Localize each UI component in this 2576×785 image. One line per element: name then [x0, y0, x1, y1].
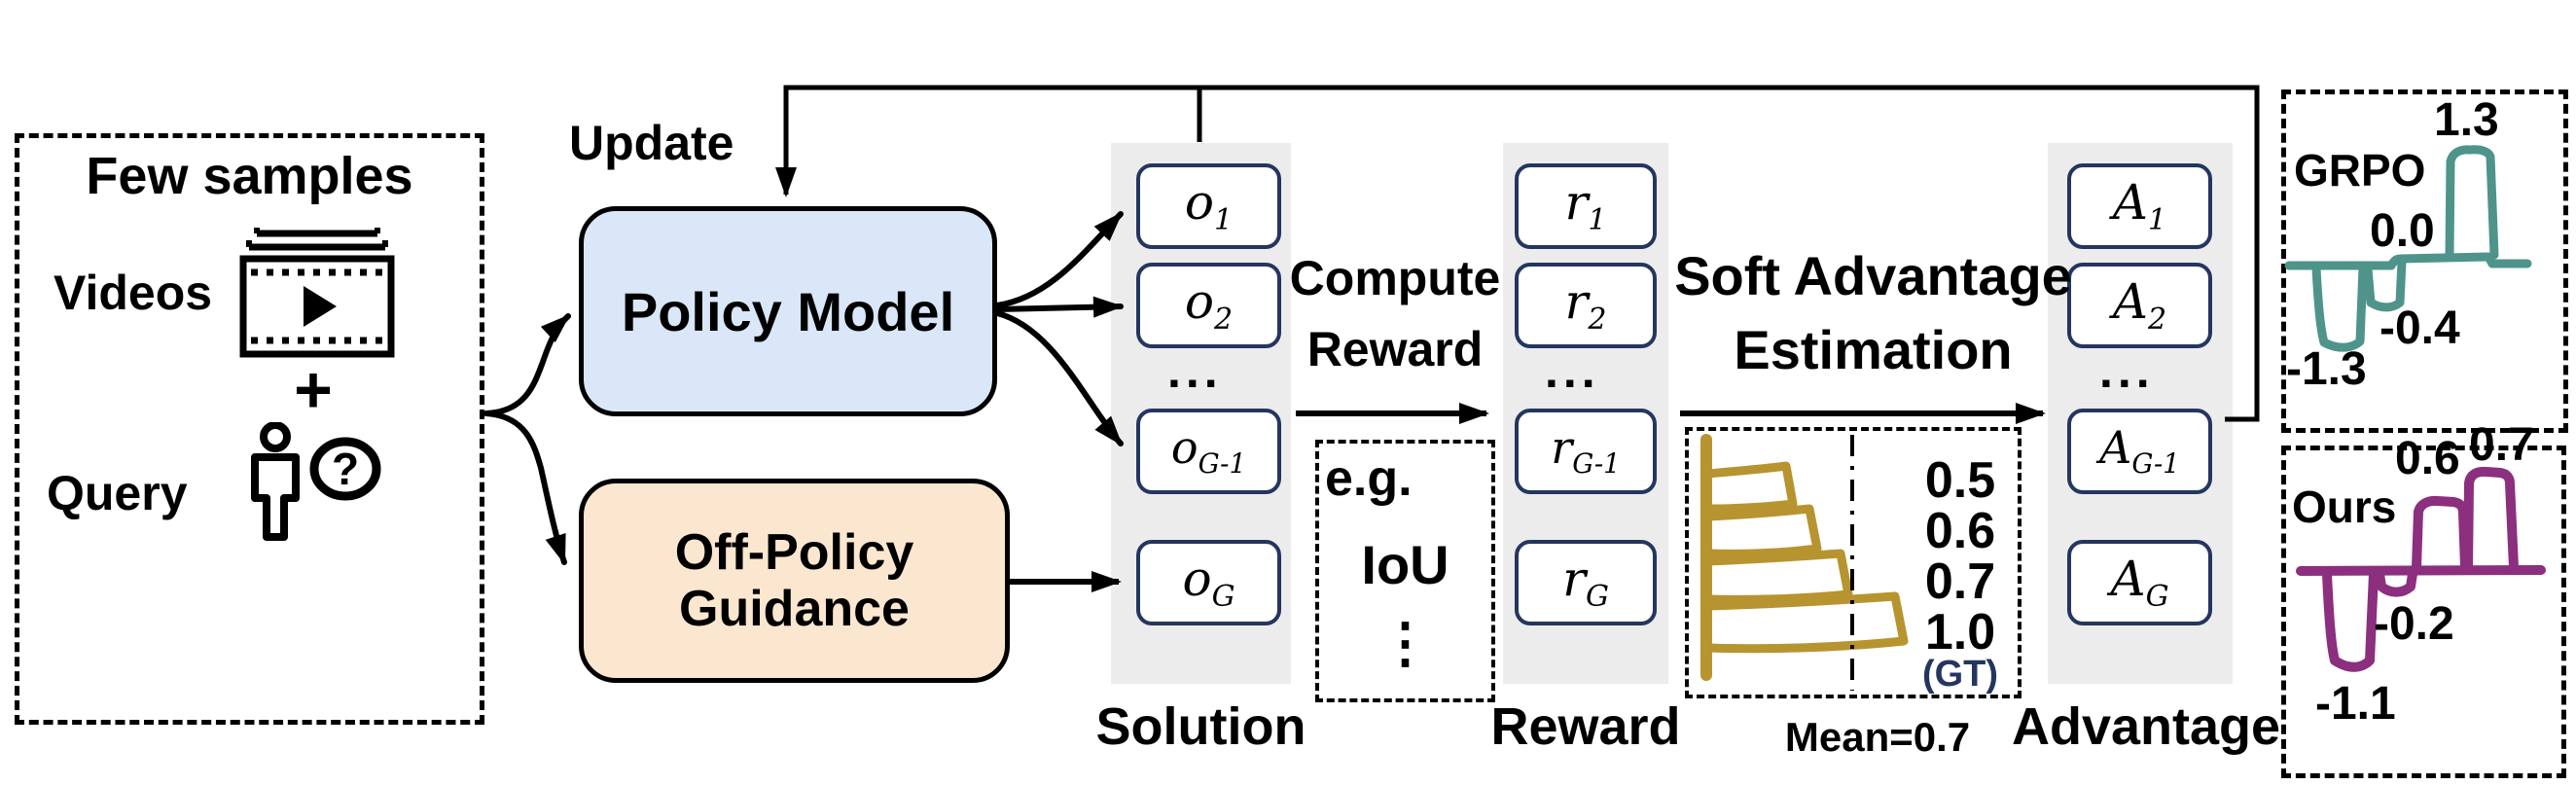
policy-output-arrows — [994, 211, 1124, 446]
off-policy-guidance-box: Off-Policy Guidance — [579, 479, 1010, 683]
grpo-pos-big: 1.3 — [2434, 94, 2499, 146]
plus-sign: + — [294, 353, 333, 427]
grpo-zero: 0.0 — [2370, 205, 2435, 257]
reward-ellipsis: ... — [1545, 343, 1600, 398]
videos-label: Videos — [54, 266, 213, 320]
query-person-icon: ? — [251, 422, 381, 541]
example-metric: IoU — [1361, 534, 1449, 595]
reward-item-r2: r2 — [1515, 263, 1657, 348]
video-icon — [239, 228, 395, 358]
solution-ellipsis: ... — [1167, 343, 1223, 398]
reward-distribution-box — [1685, 427, 2021, 698]
advantage-item-AG-1: AG-1 — [2067, 409, 2212, 494]
ours-neg-big: -1.1 — [2315, 678, 2396, 730]
grpo-neg-small: -0.4 — [2379, 303, 2460, 354]
reward-value-1: 0.5 — [1924, 452, 1996, 509]
off-policy-line2: Guidance — [679, 581, 910, 637]
brace-to-policy-arrow — [483, 313, 571, 416]
reward-value-4: 1.0 — [1924, 604, 1996, 660]
solution-item-o2: o2 — [1136, 263, 1281, 348]
reward-value-3: 0.7 — [1924, 553, 1996, 610]
brace-connector — [483, 313, 571, 565]
reward-item-r1: r1 — [1515, 163, 1657, 249]
few-samples-title: Few samples — [86, 147, 413, 205]
query-label: Query — [47, 466, 188, 520]
update-label: Update — [569, 116, 734, 170]
ours-box — [2281, 446, 2566, 778]
ours-title: Ours — [2292, 482, 2397, 532]
mean-label: Mean=0.7 — [1784, 714, 1971, 760]
policy-model-box: Policy Model — [579, 206, 997, 416]
brace-to-guidance-arrow — [483, 410, 567, 565]
reward-item-rG-1: rG-1 — [1515, 409, 1657, 494]
example-prefix: e.g. — [1325, 450, 1413, 507]
grpo-neg-big: -1.3 — [2286, 343, 2367, 395]
advantage-item-A1: A1 — [2067, 163, 2212, 249]
solution-item-o1: o1 — [1136, 163, 1281, 249]
advantage-item-A2: A2 — [2067, 263, 2212, 348]
grpo-title: GRPO — [2294, 145, 2426, 196]
ours-pos-small: 0.6 — [2395, 433, 2460, 484]
reward-value-2: 0.6 — [1924, 503, 1996, 559]
example-metric-box — [1315, 440, 1495, 702]
solution-label: Solution — [1095, 697, 1306, 756]
advantage-item-AG: AG — [2067, 540, 2212, 625]
off-policy-line1: Off-Policy — [674, 523, 914, 581]
example-vdots: ⋮ — [1377, 612, 1433, 673]
grpo-box — [2281, 89, 2568, 433]
reward-gt-label: (GT) — [1921, 654, 1999, 695]
question-mark-glyph: ? — [332, 444, 359, 494]
few-samples-box — [15, 133, 484, 725]
reward-item-rG: rG — [1515, 540, 1657, 625]
solution-item-oG-1: oG-1 — [1136, 409, 1281, 494]
soft-advantage-label: Soft Advantage Estimation — [1674, 245, 2072, 380]
ours-neg-small: -0.2 — [2374, 598, 2454, 650]
compute-reward-label: Compute Reward — [1289, 251, 1501, 376]
reward-label: Reward — [1490, 697, 1681, 756]
policy-model-label: Policy Model — [621, 280, 955, 342]
advantage-ellipsis: ... — [2099, 343, 2155, 398]
ours-pos-big: 0.7 — [2469, 419, 2534, 471]
advantage-label: Advantage — [2012, 697, 2281, 756]
solution-item-oG: oG — [1136, 540, 1281, 625]
